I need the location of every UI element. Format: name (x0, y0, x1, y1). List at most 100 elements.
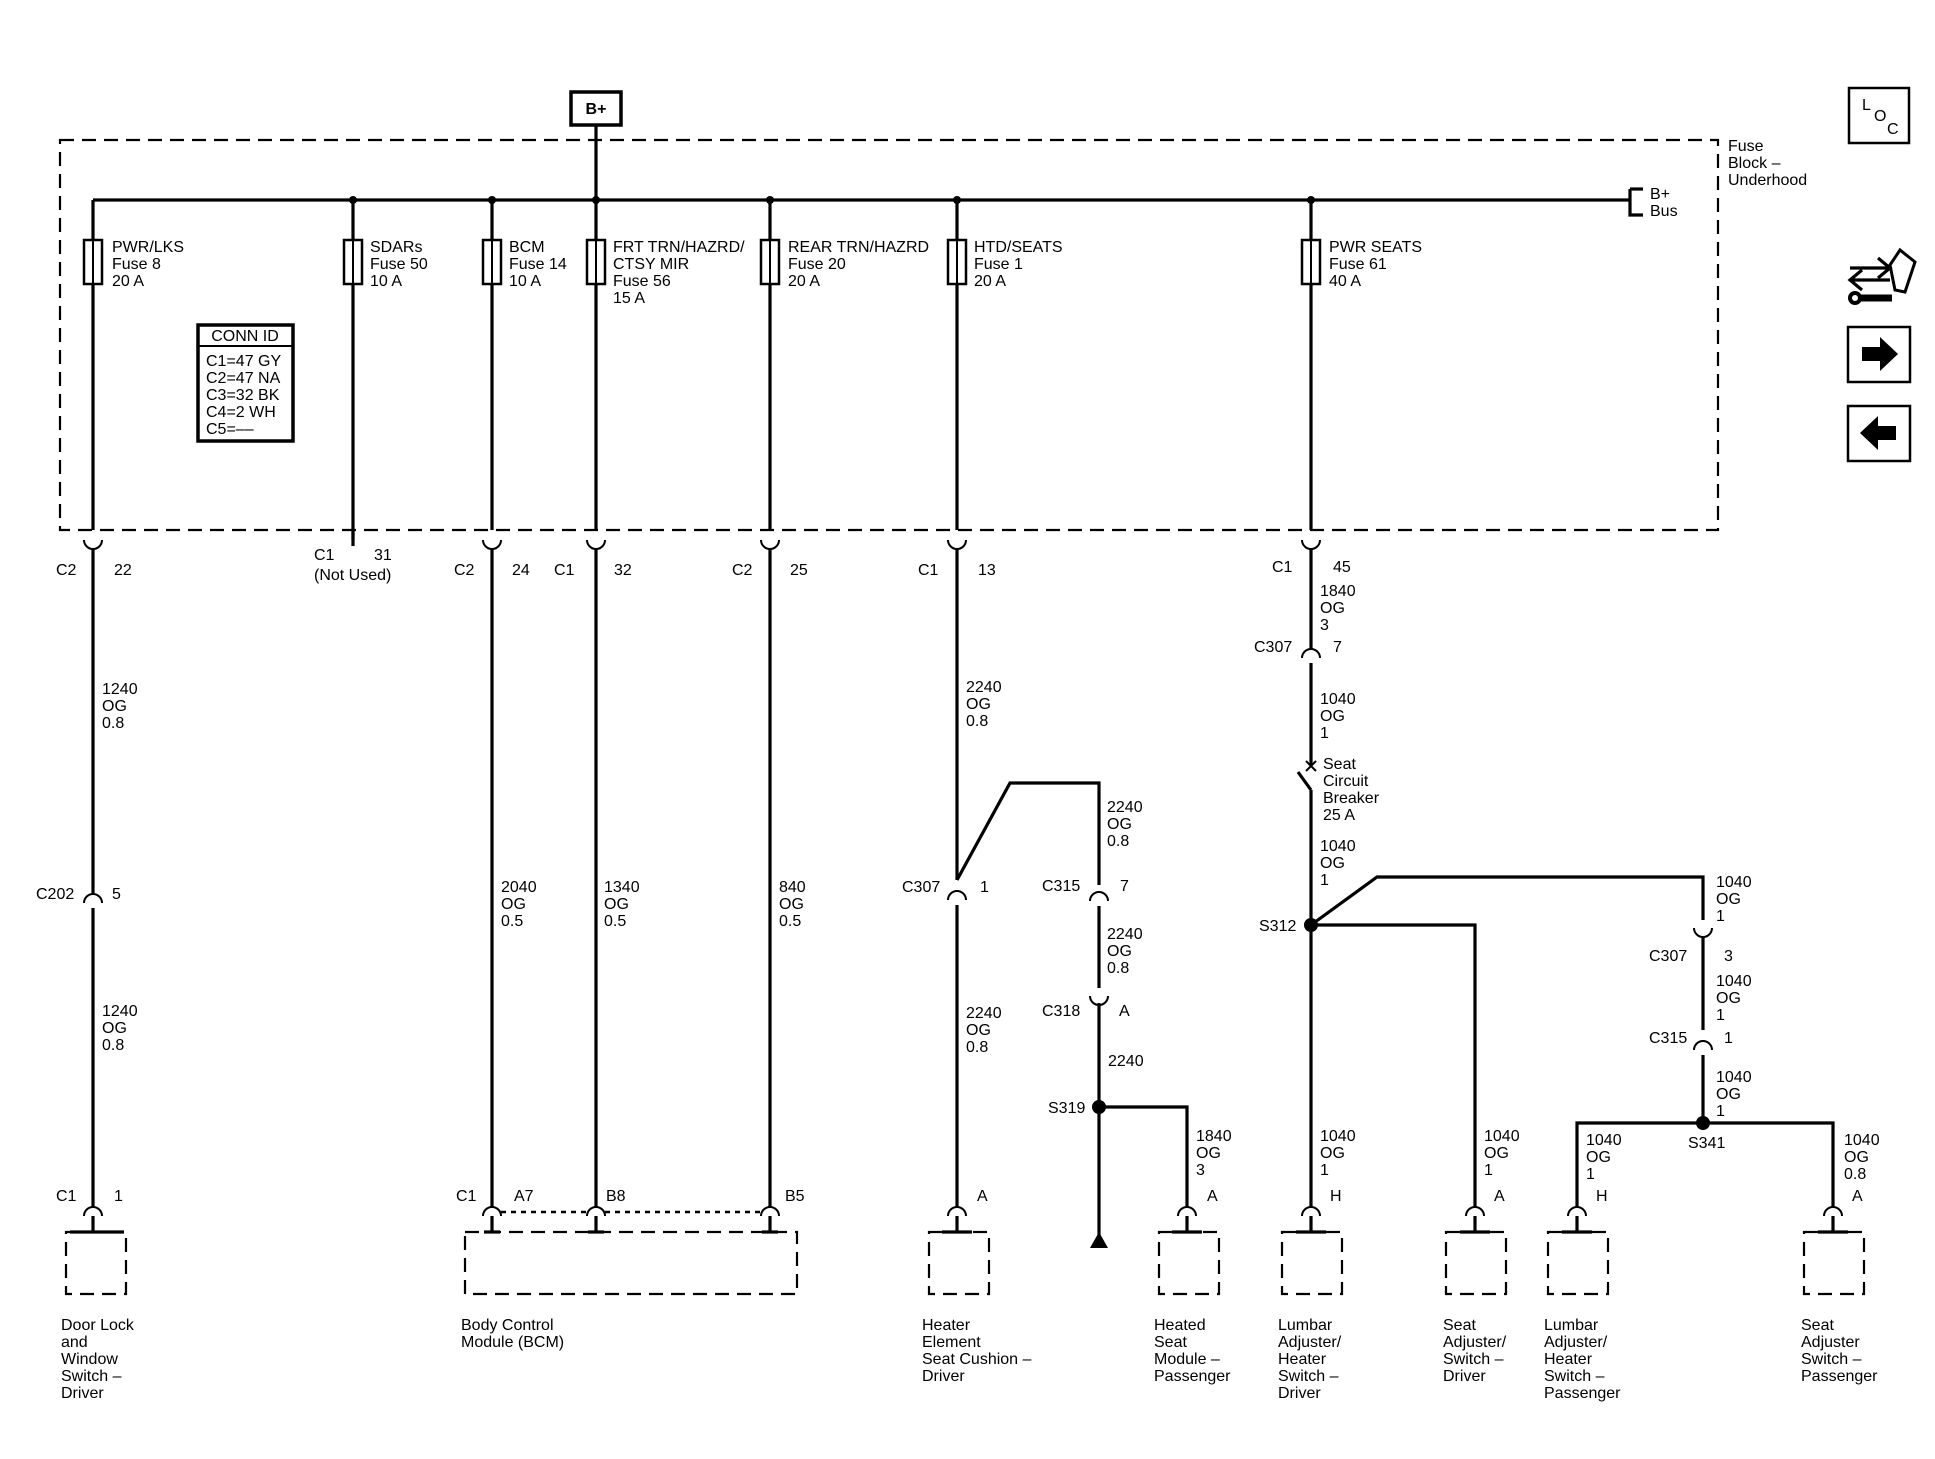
wire-label: 1040 (1716, 973, 1752, 990)
wire-label: OG (102, 1020, 127, 1037)
component-name: Module – (1154, 1351, 1220, 1368)
wire-label: 1040 (1586, 1132, 1622, 1149)
inline-conn: C315 (1649, 1030, 1687, 1047)
battery-source: B+ (569, 90, 623, 127)
fuse-label: 20 A (788, 273, 820, 290)
component-name: Heated (1154, 1317, 1206, 1334)
wire-label: OG (1107, 943, 1132, 960)
exit-pin: 31 (374, 547, 392, 564)
component-name: Driver (61, 1385, 104, 1402)
fuse-label: Fuse 20 (788, 256, 846, 273)
circuit-door-lock: 1240 OG 0.8 C202 5 1240 OG 0.8 C1 1 Door… (36, 558, 138, 1402)
loc-icon[interactable]: L O C (1847, 86, 1911, 145)
splice-label: S341 (1688, 1135, 1725, 1152)
wire-label: OG (1320, 1145, 1345, 1162)
conn-id-line: C2=47 NA (206, 370, 281, 387)
wire-label: 2240 (1108, 1053, 1144, 1070)
wire-label: 1840 (1196, 1128, 1232, 1145)
fuse-column-rear-trn: REAR TRN/HAZRD Fuse 20 20 A (759, 200, 929, 530)
wire-label: 1 (1716, 1007, 1725, 1024)
inline-conn: C202 (36, 886, 74, 903)
wire-label: 2240 (1107, 799, 1143, 816)
conn-id-title: CONN ID (211, 328, 279, 345)
wire-label: 2240 (966, 679, 1002, 696)
fuse-block-title-line: Fuse (1728, 138, 1764, 155)
circuit-heated-seats: 2240 OG 0.8 2240 OG 0.8 C307 1 2240 OG 0… (902, 558, 1232, 1385)
exit-conn: C1 (918, 562, 939, 579)
component-name: Adjuster/ (1278, 1334, 1342, 1351)
inline-pin: 5 (112, 886, 121, 903)
wire-label: 2240 (1107, 926, 1143, 943)
fuse-label: FRT TRN/HAZRD/ (613, 239, 745, 256)
wire-label: OG (1844, 1149, 1869, 1166)
inline-pin: 3 (1724, 948, 1733, 965)
inline-pin: 7 (1333, 639, 1342, 656)
exit-pin: 45 (1333, 559, 1351, 576)
component-name: Heater (1544, 1351, 1593, 1368)
wire-label: OG (1716, 1086, 1741, 1103)
arrow-left-icon[interactable] (1846, 404, 1912, 463)
inline-pin: 7 (1120, 878, 1129, 895)
exit-conn: C1 (1272, 559, 1293, 576)
component-name: Driver (1278, 1385, 1321, 1402)
component-name: Lumbar (1278, 1317, 1333, 1334)
wire-label: 0.8 (966, 713, 988, 730)
fuse-label: Fuse 50 (370, 256, 428, 273)
wire-label: 3 (1320, 617, 1329, 634)
fuse-label: 10 A (370, 273, 402, 290)
wire-label: OG (1320, 855, 1345, 872)
fuse-column-frt-trn: FRT TRN/HAZRD/ CTSY MIR Fuse 56 15 A (585, 200, 745, 530)
comp-pin: A7 (514, 1188, 534, 1205)
wire-label: 3 (1196, 1162, 1205, 1179)
fuse-label: SDARs (370, 239, 422, 256)
component-name: Switch – (1443, 1351, 1504, 1368)
conn-id-line: C4=2 WH (206, 404, 276, 421)
comp-pin: A (977, 1188, 988, 1205)
arrow-right-icon[interactable] (1846, 325, 1912, 384)
harness-wrench-icon[interactable] (1847, 247, 1917, 305)
wire-label: OG (1320, 600, 1345, 617)
comp-pin: A (1207, 1188, 1218, 1205)
component-name: and (61, 1334, 88, 1351)
wire-label: 1040 (1320, 1128, 1356, 1145)
fuse-label: REAR TRN/HAZRD (788, 239, 929, 256)
wire-label: 1 (1320, 725, 1329, 742)
wire-label: 0.5 (501, 913, 523, 930)
inline-conn: C307 (1649, 948, 1687, 965)
component-name: Heater (1278, 1351, 1327, 1368)
fuse-label: 40 A (1329, 273, 1361, 290)
fuse-label: BCM (509, 239, 545, 256)
comp-conn: C1 (456, 1188, 477, 1205)
inline-conn: C315 (1042, 878, 1080, 895)
comp-pin: B5 (785, 1188, 805, 1205)
conn-id-line: C1=47 GY (206, 353, 281, 370)
component-name: Passenger (1544, 1385, 1621, 1402)
inline-conn: C307 (902, 879, 940, 896)
component-name: Door Lock (61, 1317, 135, 1334)
component-name: Seat (1154, 1334, 1187, 1351)
wire-label: 1040 (1484, 1128, 1520, 1145)
fuse-column-htd-seats: HTD/SEATS Fuse 1 20 A (946, 200, 1063, 530)
wire-label: OG (966, 1022, 991, 1039)
wire-label: OG (966, 696, 991, 713)
wire-label: 1240 (102, 681, 138, 698)
loc-letter: C (1887, 121, 1899, 138)
exit-pin: 24 (512, 562, 530, 579)
component-name: Passenger (1154, 1368, 1231, 1385)
component-name: Element (922, 1334, 981, 1351)
wire-label: 1240 (102, 1003, 138, 1020)
wire-label: 1040 (1320, 691, 1356, 708)
wire-label: OG (1586, 1149, 1611, 1166)
wire-label: 0.5 (779, 913, 801, 930)
comp-conn: C1 (56, 1188, 77, 1205)
component-name: Adjuster (1801, 1334, 1860, 1351)
seat-circuit-breaker: Seat Circuit Breaker 25 A (1296, 756, 1380, 873)
fuse-label: Fuse 1 (974, 256, 1023, 273)
exit-pin: 25 (790, 562, 808, 579)
fuse-label: 20 A (974, 273, 1006, 290)
wire-label: OG (604, 896, 629, 913)
wire-label: 1 (1320, 872, 1329, 889)
fuse-label: 10 A (509, 273, 541, 290)
component-name: Switch – (1544, 1368, 1605, 1385)
fuse-block-outline (58, 138, 1720, 532)
